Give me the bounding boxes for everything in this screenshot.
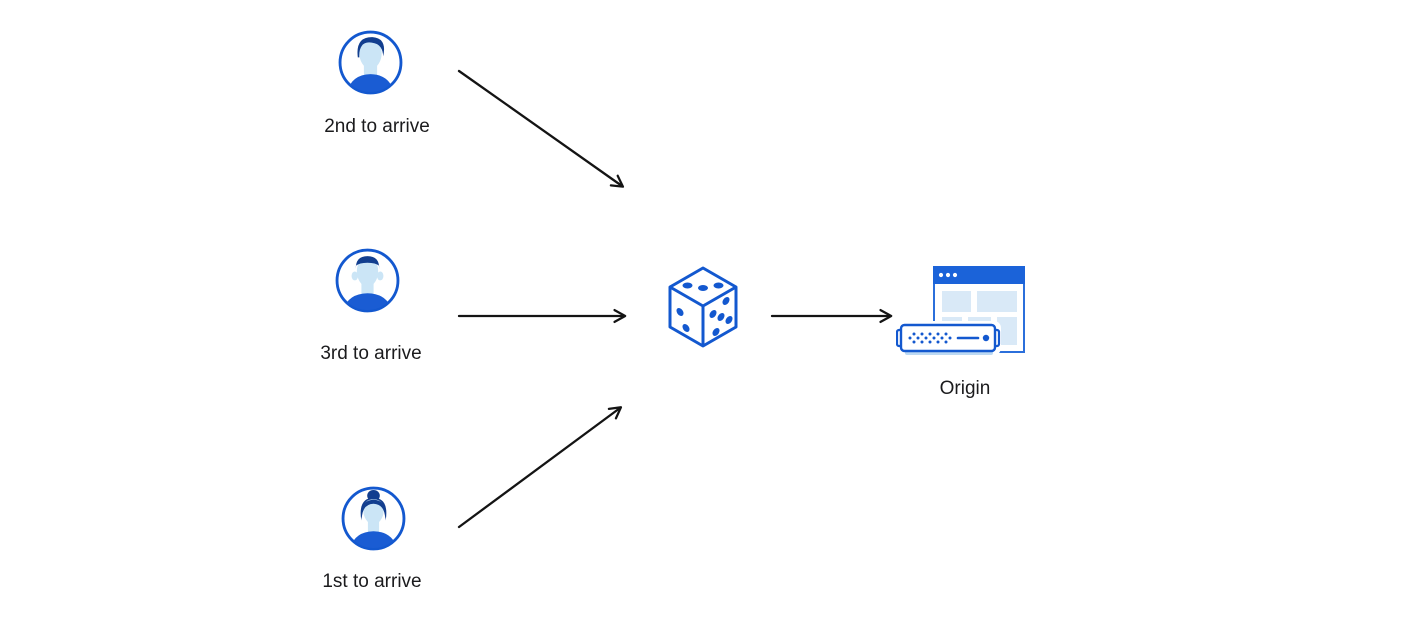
man-swept-hair-avatar xyxy=(338,30,403,95)
woman-bun-hair-avatar xyxy=(341,486,406,551)
origin-label: Origin xyxy=(939,378,991,399)
left-ear xyxy=(351,271,359,281)
face xyxy=(359,40,382,72)
server-led xyxy=(982,334,990,342)
window-dot xyxy=(938,272,944,278)
right-ear xyxy=(376,271,384,281)
arrow-user-1st-to-dice xyxy=(457,406,623,529)
server-icon xyxy=(896,321,1001,355)
dice-icon xyxy=(668,266,738,348)
user-3rd-label: 3rd to arrive xyxy=(320,343,422,364)
server-vent-dots xyxy=(908,332,952,344)
origin-icon xyxy=(896,266,1025,355)
hair-front xyxy=(361,499,386,519)
window-dot xyxy=(945,272,951,278)
face xyxy=(356,259,379,289)
hair xyxy=(357,37,385,58)
face xyxy=(363,499,384,527)
window-dot xyxy=(952,272,958,278)
user-1st-label: 1st to arrive xyxy=(322,571,422,592)
hair xyxy=(355,256,380,270)
user-2nd-label: 2nd to arrive xyxy=(324,116,430,137)
man-short-hair-avatar xyxy=(335,248,400,313)
dice-pips xyxy=(676,282,733,336)
arrow-user-2nd-to-dice xyxy=(457,69,625,188)
